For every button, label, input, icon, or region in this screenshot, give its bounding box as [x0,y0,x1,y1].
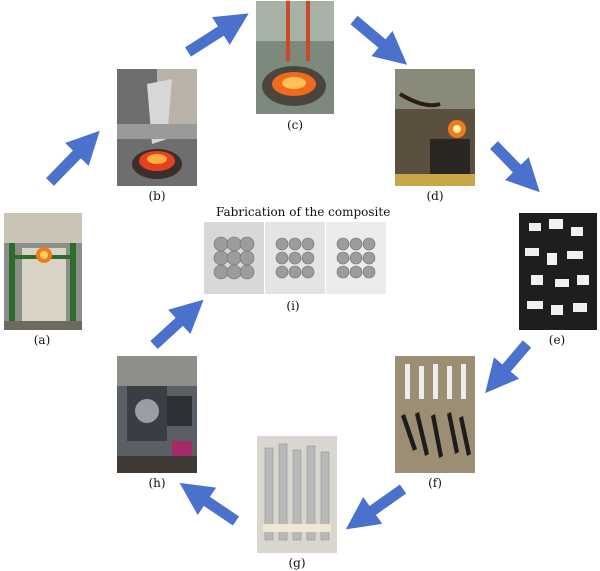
photo-a-furnace-setup [4,213,82,330]
diagram-title: Fabrication of the composite [216,205,391,219]
label-b: (b) [148,189,166,203]
label-d: (d) [426,189,444,203]
photo-f-cast-rods [395,356,475,473]
arrow-b-to-c [185,13,249,57]
photo-c-furnace-top [256,1,334,114]
photo-e-castings [519,213,597,330]
label-i: (i) [286,299,300,313]
label-e: (e) [548,333,566,347]
arrow-a-to-b [46,130,100,186]
label-g: (g) [288,556,306,570]
arrow-h-to-i [150,299,204,350]
arrow-g-to-h [179,482,240,526]
photo-g-rods [257,436,337,553]
label-h: (h) [148,476,166,490]
label-c: (c) [286,118,304,132]
label-f: (f) [428,476,442,490]
arrow-f-to-g [345,484,407,530]
photo-i-samples [204,222,386,294]
arrow-c-to-d [350,15,408,65]
photo-d-heating [395,69,475,186]
photo-b-melting [117,69,197,186]
label-a: (a) [33,333,51,347]
arrow-e-to-f [485,340,532,394]
arrow-d-to-e [490,141,540,193]
photo-h-lathe [117,356,197,473]
